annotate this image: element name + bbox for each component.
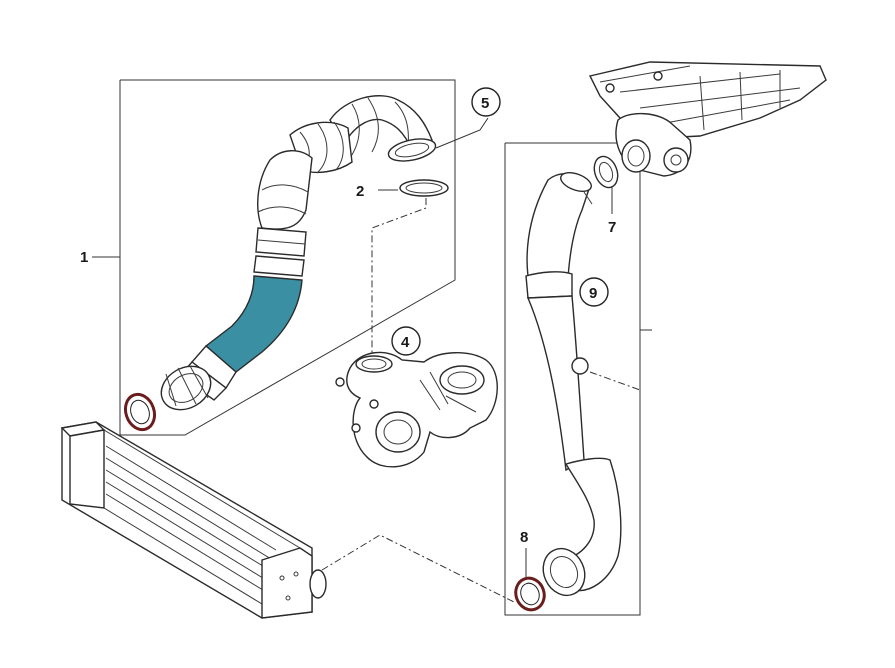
intercooler[interactable] <box>60 421 327 619</box>
svg-text:4: 4 <box>401 334 410 351</box>
charge-air-hose[interactable] <box>153 95 437 419</box>
gasket-lower-left[interactable] <box>121 390 160 433</box>
charge-air-pipe[interactable] <box>525 169 622 602</box>
group-frame-part-9 <box>504 142 641 616</box>
callout-5: 5 <box>471 87 501 117</box>
gasket-part-7[interactable] <box>590 153 622 191</box>
svg-text:8: 8 <box>520 529 528 546</box>
callout-8: 8 <box>520 529 528 546</box>
leader-lines <box>92 256 652 603</box>
svg-text:1: 1 <box>80 249 88 266</box>
intake-manifold[interactable] <box>588 61 827 177</box>
group-frame-part-1 <box>119 79 456 436</box>
callout-1: 1 <box>80 249 88 266</box>
svg-text:9: 9 <box>589 285 597 302</box>
callout-9: 9 <box>579 277 609 307</box>
svg-text:5: 5 <box>481 95 489 112</box>
svg-text:7: 7 <box>608 219 616 236</box>
highlighted-hose-section[interactable] <box>204 275 303 373</box>
callout-2: 2 <box>356 183 364 200</box>
gasket-part-8[interactable] <box>511 574 548 614</box>
gasket-part-2[interactable] <box>399 179 449 197</box>
callout-4: 4 <box>391 326 421 356</box>
turbocharger[interactable] <box>335 351 498 468</box>
callout-7: 7 <box>608 219 616 236</box>
intercooler-fins <box>105 445 277 599</box>
svg-text:2: 2 <box>356 183 364 200</box>
